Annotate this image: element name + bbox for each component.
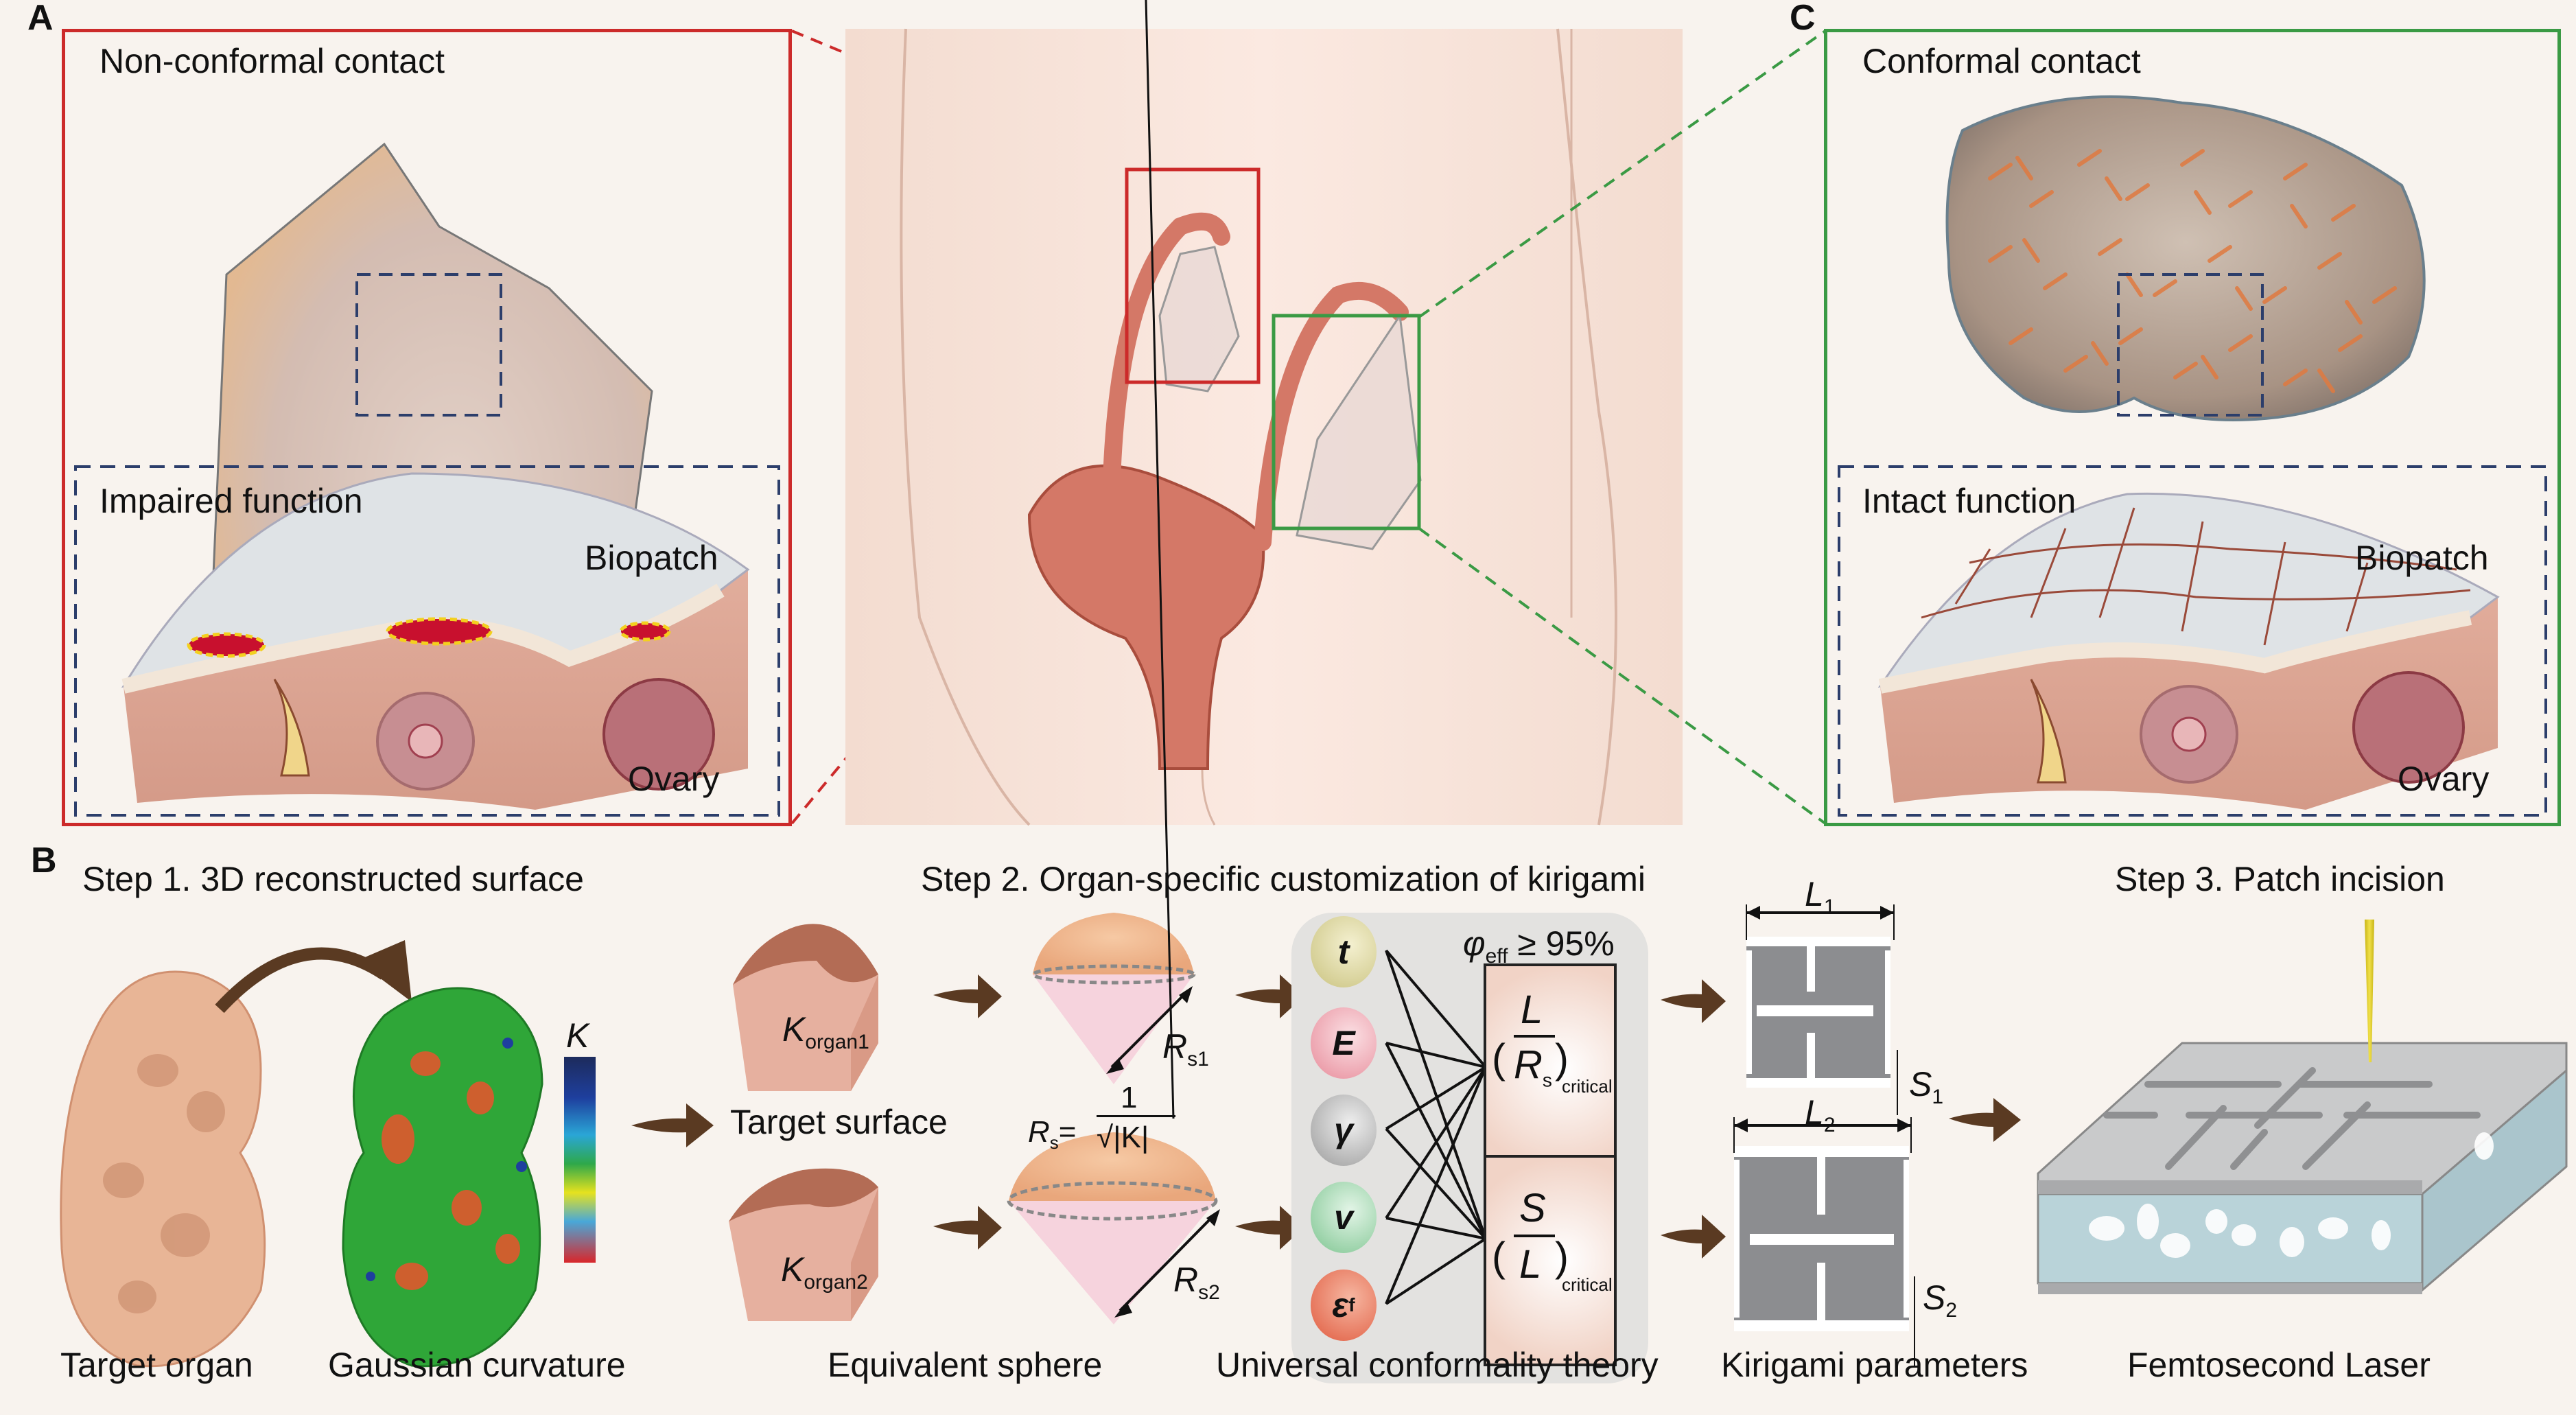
panel-a-ovary-label: Ovary <box>628 760 720 798</box>
zoom-region-marker-a <box>355 273 502 417</box>
equivalent-sphere-1 <box>1031 913 1196 1084</box>
ratio2-num: S <box>1519 1186 1546 1230</box>
node-symbol: v <box>1334 1198 1353 1237</box>
L1-label: L1 <box>1805 877 1836 917</box>
panel-c-ovary-label: Ovary <box>2398 760 2490 798</box>
L2-label: L2 <box>1805 1095 1836 1136</box>
critical-ratio-box-1: ( L Rs ) critical <box>1484 963 1617 1175</box>
organ2-K: K <box>781 1250 804 1289</box>
S1-symbol: S <box>1909 1065 1932 1103</box>
ratio2-sub: critical <box>1562 1274 1613 1295</box>
rs1-label: Rs1 <box>1162 1029 1209 1070</box>
S2-symbol: S <box>1923 1278 1946 1317</box>
param-node-t: t <box>1311 916 1377 987</box>
rs2-R: R <box>1173 1261 1199 1299</box>
organ1-curvature-label: Korgan1 <box>782 1012 869 1053</box>
zoom-region-marker-c <box>2117 273 2264 417</box>
phi-symbol: φ <box>1463 924 1486 963</box>
formula-fraction-bar <box>1097 1115 1175 1117</box>
panel-a-title: Non-conformal contact <box>99 42 445 80</box>
caption-gaussian-curvature: Gaussian curvature <box>328 1346 626 1384</box>
node-symbol: ε <box>1332 1286 1349 1324</box>
step3-title: Step 3. Patch incision <box>2115 860 2445 898</box>
organ-block-1 <box>733 924 878 1091</box>
formula-lhs: R <box>1028 1115 1050 1149</box>
organ-block-2 <box>729 1168 878 1321</box>
target-surface-label: Target surface <box>730 1103 948 1141</box>
caption-conformality-theory: Universal conformality theory <box>1216 1346 1659 1384</box>
panel-c-frame <box>1824 29 2561 826</box>
L2-sub: 2 <box>1823 1114 1836 1136</box>
focus-box-red <box>1125 167 1261 384</box>
kirigami-unit-2 <box>1733 1117 1915 1366</box>
organ1-sub: organ1 <box>805 1031 869 1053</box>
formula-numerator: 1 <box>1121 1081 1138 1114</box>
panel-c-inset-title: Intact function <box>1862 482 2076 520</box>
network-edges <box>1385 949 1487 1305</box>
colorbar <box>564 1057 596 1263</box>
ratio1-num: L <box>1521 987 1543 1032</box>
ratio2-den: L <box>1519 1242 1542 1287</box>
panel-letter-a: A <box>27 0 54 38</box>
rs1-R: R <box>1162 1027 1188 1066</box>
phi-sub: eff <box>1485 945 1508 968</box>
focus-box-green <box>1272 314 1421 530</box>
kirigami-unit-1 <box>1746 904 1898 1115</box>
panel-c-title: Conformal contact <box>1862 42 2141 80</box>
node-sub: f <box>1348 1294 1355 1315</box>
laser-beam <box>2365 920 2374 1062</box>
ratio1-den-sub: s <box>1542 1069 1552 1091</box>
panel-a-frame <box>62 29 792 826</box>
rs1-sub: s1 <box>1187 1048 1209 1071</box>
node-symbol: t <box>1337 933 1350 971</box>
organ1-K: K <box>782 1010 806 1049</box>
caption-kirigami-parameters: Kirigami parameters <box>1721 1346 2028 1384</box>
inset-frame-a <box>74 465 780 817</box>
panel-letter-c: C <box>1790 0 1816 38</box>
param-node-E: E <box>1311 1007 1377 1079</box>
param-node-v: v <box>1311 1182 1377 1253</box>
panel-letter-b: B <box>31 841 57 880</box>
step2-title: Step 2. Organ-specific customization of … <box>921 860 1646 898</box>
panel-a-inset-title: Impaired function <box>99 482 363 520</box>
organ2-curvature-label: Korgan2 <box>781 1252 868 1293</box>
formula-lhs-sub: s <box>1049 1132 1059 1153</box>
node-symbol: γ <box>1334 1111 1353 1149</box>
S1-sub: 1 <box>1932 1086 1944 1108</box>
S2-sub: 2 <box>1945 1299 1958 1322</box>
flow-arrows <box>631 974 2021 1259</box>
panel-c-biopatch-label: Biopatch <box>2355 539 2489 577</box>
ratio1-den: R <box>1514 1042 1543 1087</box>
caption-target-organ: Target organ <box>60 1346 253 1384</box>
step1-title: Step 1. 3D reconstructed surface <box>82 860 584 898</box>
S2-label: S2 <box>1923 1280 1957 1321</box>
caption-equivalent-sphere: Equivalent sphere <box>828 1346 1103 1384</box>
inset-frame-c <box>1838 465 2547 817</box>
rs2-label: Rs2 <box>1173 1263 1220 1303</box>
L1-sub: 1 <box>1823 896 1836 918</box>
caption-femtosecond-laser: Femtosecond Laser <box>2127 1346 2431 1384</box>
patch-block <box>2037 920 2568 1294</box>
panel-a-biopatch-label: Biopatch <box>585 539 718 577</box>
L2-symbol: L <box>1805 1093 1824 1132</box>
phi-condition: φeff ≥ 95% <box>1463 926 1615 967</box>
ratio1-sub: critical <box>1562 1076 1613 1097</box>
formula-eq: = <box>1058 1115 1077 1149</box>
rs2-sub: s2 <box>1198 1281 1220 1304</box>
phi-value: ≥ 95% <box>1517 924 1615 963</box>
organ2-sub: organ2 <box>804 1271 868 1294</box>
node-symbol: E <box>1332 1024 1355 1062</box>
param-node-gamma: γ <box>1311 1095 1377 1166</box>
S1-label: S1 <box>1909 1067 1943 1108</box>
formula-denominator: √|K| <box>1097 1121 1149 1154</box>
colorbar-label: K <box>566 1016 589 1055</box>
L1-symbol: L <box>1805 875 1824 913</box>
equivalent-sphere-2 <box>1007 1132 1220 1324</box>
critical-ratio-box-2: ( S L ) critical <box>1484 1155 1617 1366</box>
